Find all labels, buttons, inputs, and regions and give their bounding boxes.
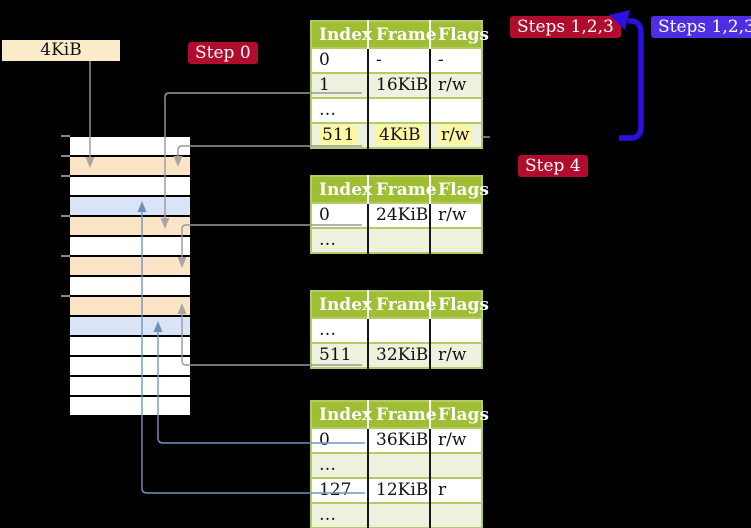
page-table-1: Index Frame Flags 0 - - 1 16KiB r/w … 51… [310, 20, 489, 149]
cell-flags: r/w [430, 72, 482, 98]
memory-strip [70, 137, 190, 415]
memory-frame-row [70, 197, 190, 215]
step-0-badge: Step 0 [188, 42, 258, 64]
cell-flags: r [430, 477, 482, 503]
memory-frame-row [70, 257, 190, 275]
cell-frame [368, 502, 431, 528]
cell-frame: 16KiB [368, 72, 431, 98]
memory-frame-row [70, 357, 190, 375]
page-table-4: Index Frame Flags 0 36KiB r/w … 127 12Ki… [310, 400, 489, 528]
memory-frame-row [70, 177, 190, 195]
steps-123-badge: Steps 1,2,3 [510, 16, 621, 38]
cell-index: 0 [311, 47, 369, 73]
cell-frame [368, 97, 431, 123]
table-header-row: Index Frame Flags [311, 176, 489, 203]
address-tick [61, 155, 70, 157]
cell-index: 1 [311, 72, 369, 98]
cell-flags [430, 502, 482, 528]
cell-index: … [311, 452, 369, 478]
table-header-row: Index Frame Flags [311, 401, 489, 428]
memory-frame-row [70, 317, 190, 335]
table-row: … [311, 317, 482, 343]
address-tick [61, 215, 70, 217]
recursive-arrow [619, 18, 644, 141]
col-header-index: Index [311, 21, 372, 48]
cell-frame: 32KiB [368, 342, 431, 368]
cell-index: 511 [311, 122, 369, 148]
cell-frame [368, 317, 431, 343]
col-header-frame: Frame [368, 401, 437, 428]
table-row: 127 12KiB r [311, 477, 482, 503]
cell-flags [430, 317, 482, 343]
col-header-index: Index [311, 401, 372, 428]
cell-index: 0 [311, 427, 369, 453]
table-header-row: Index Frame Flags [311, 291, 489, 318]
frame-size-label: 4KiB [2, 40, 120, 61]
table-row: 511 32KiB r/w [311, 342, 482, 368]
col-header-frame: Frame [368, 21, 437, 48]
table-row: 0 - - [311, 47, 482, 73]
cell-frame: 24KiB [368, 202, 431, 228]
page-table-2: Index Frame Flags 0 24KiB r/w … [310, 175, 489, 254]
cell-frame: 4KiB [368, 122, 431, 148]
cell-index: 511 [311, 342, 369, 368]
cell-flags: r/w [430, 202, 482, 228]
memory-frame-row [70, 157, 190, 175]
address-tick [61, 135, 70, 137]
cell-flags: r/w [430, 427, 482, 453]
cell-flags: - [430, 47, 482, 73]
col-header-flags: Flags [430, 291, 489, 318]
cell-index: … [311, 227, 369, 253]
cell-frame [368, 452, 431, 478]
memory-frame-row [70, 217, 190, 235]
cell-index: … [311, 317, 369, 343]
memory-frame-row [70, 277, 190, 295]
col-header-flags: Flags [430, 401, 489, 428]
highlight: 4KiB [376, 125, 424, 145]
step-4-badge: Step 4 [518, 155, 588, 177]
col-header-index: Index [311, 291, 372, 318]
cell-index: … [311, 502, 369, 528]
cell-frame [368, 227, 431, 253]
highlight: 511 [319, 125, 358, 145]
table-row: … [311, 97, 482, 123]
highlight: r/w [438, 125, 473, 145]
table-row: … [311, 227, 482, 253]
cell-frame: 36KiB [368, 427, 431, 453]
table-row-highlighted: 511 4KiB r/w [311, 122, 482, 148]
table-row: … [311, 502, 482, 528]
col-header-index: Index [311, 176, 372, 203]
page-table-3: Index Frame Flags … 511 32KiB r/w [310, 290, 489, 369]
cell-flags: r/w [430, 122, 482, 148]
table-row: 1 16KiB r/w [311, 72, 482, 98]
cell-frame: 12KiB [368, 477, 431, 503]
memory-frame-row [70, 297, 190, 315]
address-tick [61, 255, 70, 257]
col-header-frame: Frame [368, 176, 437, 203]
col-header-flags: Flags [430, 176, 489, 203]
cell-frame: - [368, 47, 431, 73]
cell-index: … [311, 97, 369, 123]
table-row: 0 24KiB r/w [311, 202, 482, 228]
memory-frame-row [70, 337, 190, 355]
table-row: 0 36KiB r/w [311, 427, 482, 453]
cell-index: 0 [311, 202, 369, 228]
col-header-frame: Frame [368, 291, 437, 318]
address-tick [61, 295, 70, 297]
memory-frame-row [70, 397, 190, 415]
cell-index: 127 [311, 477, 369, 503]
memory-frame-row [70, 377, 190, 395]
memory-frame-row [70, 137, 190, 155]
address-tick [61, 175, 70, 177]
cell-flags [430, 97, 482, 123]
table-header-row: Index Frame Flags [311, 21, 489, 48]
cell-flags [430, 452, 482, 478]
steps-1234-badge: Steps 1,2,3,4 [651, 16, 751, 38]
table-row: … [311, 452, 482, 478]
memory-frame-row [70, 237, 190, 255]
cell-flags [430, 227, 482, 253]
cell-flags: r/w [430, 342, 482, 368]
col-header-flags: Flags [430, 21, 489, 48]
